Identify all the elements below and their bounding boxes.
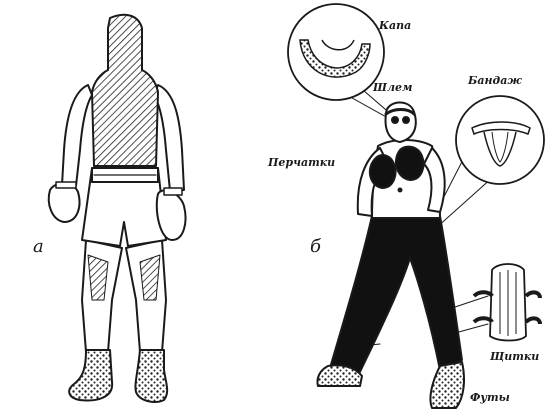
right-boot (135, 350, 167, 402)
foot-pad-right (430, 362, 464, 408)
inset-shin-guard (474, 264, 540, 341)
label-gloves: Перчатки (268, 157, 335, 168)
left-calf-shading (88, 255, 108, 300)
glove-b-right (396, 147, 424, 180)
label-groin-guard: Бандаж (468, 75, 522, 86)
inset-groin-guard (456, 96, 544, 184)
left-boot (69, 350, 112, 400)
hooded-vest (92, 15, 158, 166)
right-calf-shading (140, 255, 160, 300)
label-foot-pads: Футы (470, 392, 510, 403)
label-helmet: Шлем (373, 82, 412, 93)
left-arm (62, 85, 92, 186)
label-mouthguard: Капа (379, 20, 411, 31)
figure-letter-a: a (33, 238, 44, 256)
label-shin-guards: Щитки (490, 351, 539, 362)
figure-letter-b: б (310, 238, 321, 256)
left-glove (49, 183, 80, 222)
inset-mouthguard (288, 4, 384, 100)
sweatpants (330, 216, 462, 376)
glove-b-left (370, 155, 396, 188)
figure-a-boxer (49, 15, 186, 402)
